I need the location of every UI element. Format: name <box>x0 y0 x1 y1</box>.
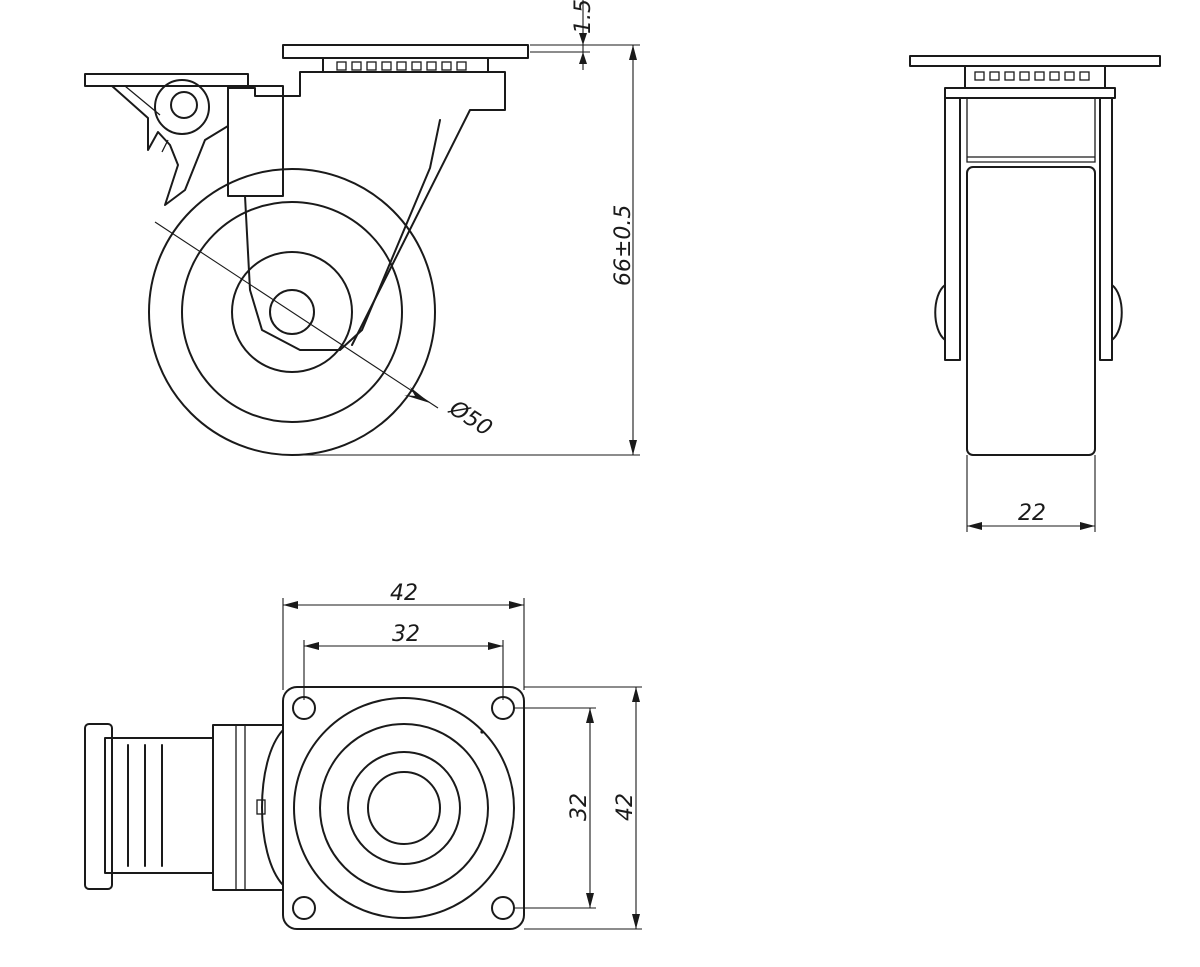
side-wheel-axle <box>269 289 315 335</box>
top-mounting-plate <box>282 686 525 930</box>
plate-width-label: 42 <box>390 581 418 606</box>
side-wheel-ring <box>181 201 403 423</box>
front-axle-nut-right <box>1111 284 1123 341</box>
front-view: 22 <box>909 55 1161 532</box>
hole-h-arrow-right <box>488 642 503 650</box>
side-view: Ø50 1.5 66±0.5 <box>84 0 640 456</box>
height-arrow-bottom <box>629 440 637 455</box>
plate-width-arrow-left <box>283 601 298 609</box>
hole-v-arrow-bottom <box>586 893 594 908</box>
hole-h-arrow-left <box>304 642 319 650</box>
side-brake-pivot-inner <box>170 91 198 119</box>
plate-width-arrow-right <box>509 601 524 609</box>
wheel-diameter-arrow <box>404 387 430 403</box>
side-wheel-hub <box>231 251 353 373</box>
side-brake-housing <box>227 85 284 197</box>
front-bearing-balls <box>974 71 1090 81</box>
hole-v-label: 32 <box>567 793 592 821</box>
wheel-width-arrow-left <box>967 522 982 530</box>
plate-thickness-label: 1.5 <box>571 0 596 34</box>
side-brake-lever-detail <box>124 85 169 153</box>
hole-v-arrow-top <box>586 708 594 723</box>
top-brake-housing <box>212 724 284 891</box>
top-housing-tab <box>256 799 266 815</box>
front-wheel <box>966 166 1096 456</box>
plate-thickness-arrow-top <box>579 33 587 45</box>
height-arrow-top <box>629 45 637 60</box>
side-brake-lever <box>111 85 229 206</box>
top-swivel-arc <box>261 729 284 886</box>
top-brake-pedal-end <box>84 723 113 890</box>
hole-h-label: 32 <box>392 622 420 647</box>
wheel-width-label: 22 <box>1018 501 1046 526</box>
plate-depth-arrow-top <box>632 687 640 702</box>
front-axle-nut-left <box>934 284 946 341</box>
plate-depth-label: 42 <box>613 793 638 821</box>
top-bearing-inner <box>347 751 461 865</box>
top-brake-pedal-ribs <box>127 744 163 867</box>
mount-hole-top-left <box>292 696 316 720</box>
wheel-width-arrow-right <box>1080 522 1095 530</box>
side-swivel-body <box>227 71 506 346</box>
front-fork-legs <box>944 97 1113 361</box>
side-top-plate <box>282 44 529 59</box>
wheel-diameter-label: Ø50 <box>444 396 496 442</box>
mount-hole-bottom-right <box>491 896 515 920</box>
top-brake-pedal <box>104 737 214 874</box>
top-view: 42 32 32 42 <box>84 581 642 930</box>
height-label: 66±0.5 <box>611 205 636 286</box>
mount-hole-top-right <box>491 696 515 720</box>
top-bearing-mid <box>319 723 489 893</box>
top-bearing-outer <box>293 697 515 919</box>
side-fork <box>244 119 441 351</box>
wheel-diameter-leader <box>154 221 439 409</box>
front-top-plate <box>909 55 1161 67</box>
top-center-mark <box>480 730 484 734</box>
plate-depth-arrow-bottom <box>632 914 640 929</box>
plate-thickness-arrow-bottom <box>579 52 587 64</box>
side-brake-pivot-outer <box>154 79 210 135</box>
side-bearing-balls <box>336 61 467 71</box>
front-yoke-top <box>944 87 1116 99</box>
mount-hole-bottom-left <box>292 896 316 920</box>
top-bearing-center <box>367 771 441 845</box>
front-fork-bridge <box>966 98 1096 163</box>
